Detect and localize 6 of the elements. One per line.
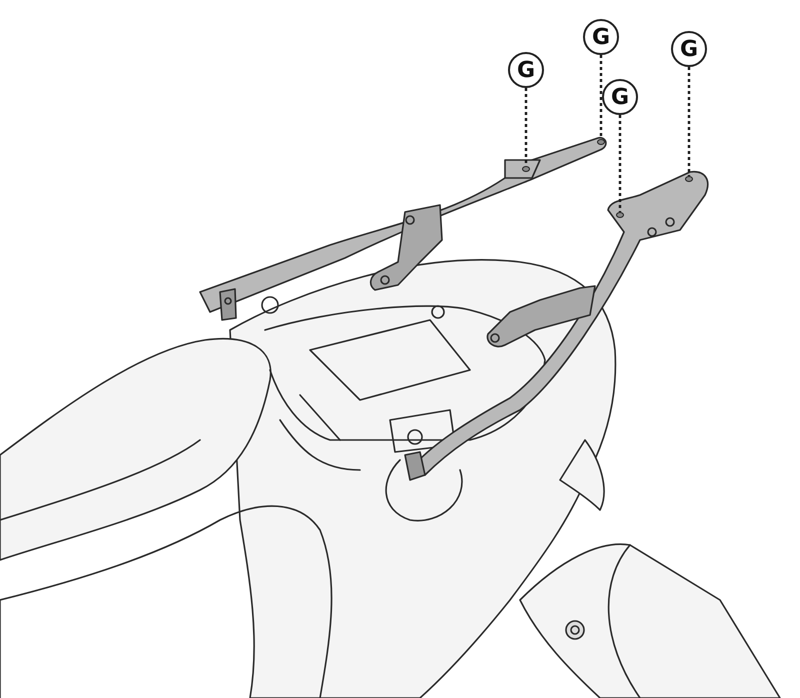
leader-line [524, 88, 528, 166]
leader-line [600, 55, 602, 139]
callout-letter: G [583, 19, 619, 55]
callout-letter: G [671, 31, 707, 67]
callout-letter: G [508, 52, 544, 88]
callout-letter: G [602, 79, 638, 115]
